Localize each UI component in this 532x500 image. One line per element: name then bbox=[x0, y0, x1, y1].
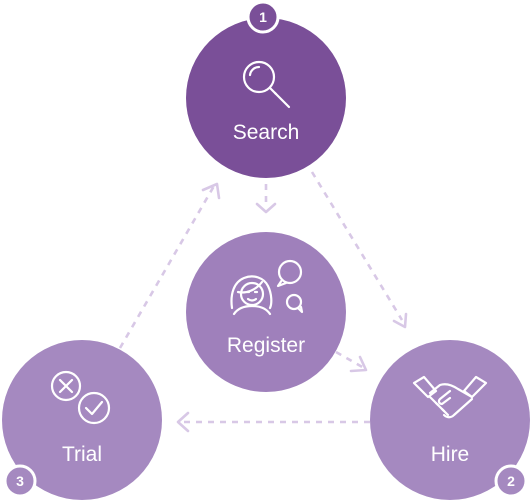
connectors bbox=[118, 171, 408, 433]
arrow-search-to-hire bbox=[310, 171, 408, 329]
magnifier-icon bbox=[242, 60, 291, 109]
handshake-icon bbox=[412, 375, 488, 419]
arrow-register-to-hire bbox=[335, 350, 368, 373]
arrow-trial-to-search bbox=[118, 182, 221, 349]
node-trial: Trial 3 bbox=[2, 340, 162, 500]
node-trial-circle bbox=[2, 340, 162, 500]
chat-person-icon bbox=[230, 259, 304, 316]
step-badge-3: 3 bbox=[3, 464, 37, 498]
node-register: Register bbox=[186, 232, 346, 392]
node-search: Search 1 bbox=[186, 0, 346, 178]
node-hire-label: Hire bbox=[431, 443, 470, 466]
node-register-circle bbox=[186, 232, 346, 392]
badge-3-circle bbox=[3, 464, 37, 498]
arrow-hire-to-trial bbox=[176, 411, 370, 433]
step-badge-1: 1 bbox=[246, 0, 280, 34]
badge-2-circle bbox=[494, 464, 528, 498]
badge-2-number: 2 bbox=[507, 473, 515, 489]
arrow-search-to-register bbox=[255, 184, 277, 214]
accept-reject-icon bbox=[50, 370, 111, 425]
node-hire: Hire 2 bbox=[370, 340, 530, 500]
node-trial-label: Trial bbox=[62, 443, 102, 466]
node-search-circle bbox=[186, 18, 346, 178]
node-register-label: Register bbox=[227, 334, 305, 357]
node-search-label: Search bbox=[233, 121, 300, 144]
node-hire-circle bbox=[370, 340, 530, 500]
step-badge-2: 2 bbox=[494, 464, 528, 498]
badge-1-number: 1 bbox=[259, 9, 267, 25]
badge-1-circle bbox=[246, 0, 280, 34]
badge-3-number: 3 bbox=[16, 473, 24, 489]
